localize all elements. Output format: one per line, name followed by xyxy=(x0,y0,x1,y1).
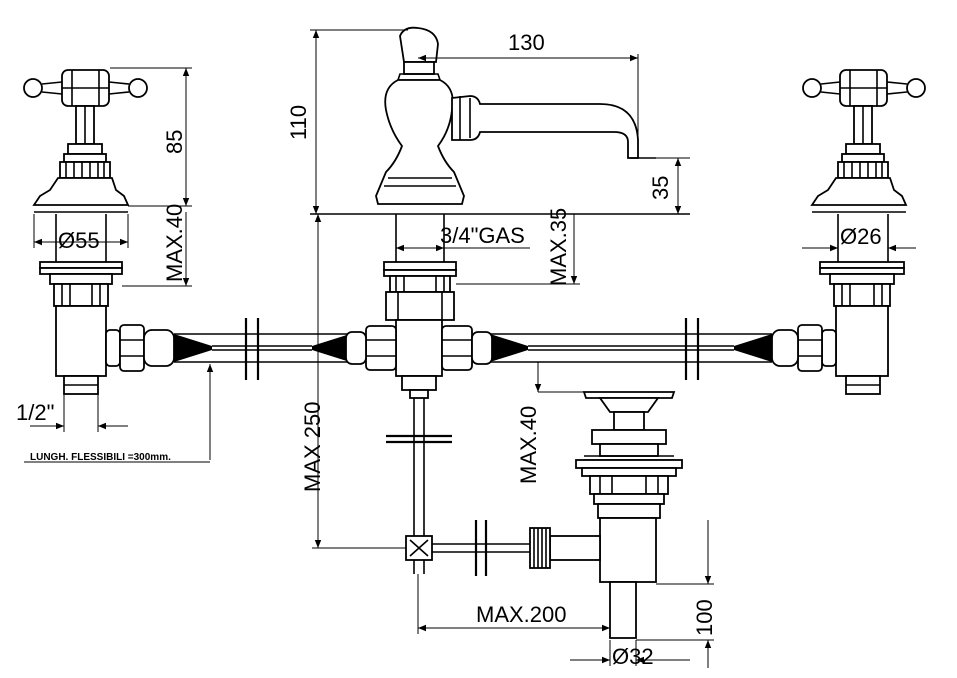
label-spout-reach: 130 xyxy=(508,30,545,55)
label-max-35: MAX.35 xyxy=(546,208,571,286)
label-max-200: MAX.200 xyxy=(476,602,567,627)
label-flexible-note: LUNGH. FLESSIBILI =300mm. xyxy=(30,452,171,463)
label-inlet-thread: 1/2" xyxy=(16,400,54,425)
dimension-lines xyxy=(24,29,916,668)
label-spout-height: 110 xyxy=(286,105,311,140)
dimension-labels: 130 110 35 85 MAX.40 Ø55 Ø26 3/4"GAS MAX… xyxy=(16,30,882,669)
label-base-diameter-right: Ø26 xyxy=(840,224,882,249)
flexible-hoses xyxy=(174,318,772,380)
label-handle-height: 85 xyxy=(162,130,187,154)
popup-rod xyxy=(386,398,530,576)
label-waste-diameter: Ø32 xyxy=(612,644,654,669)
popup-waste xyxy=(529,391,683,639)
right-cross-handle-valve xyxy=(771,69,926,395)
label-waste-height: 100 xyxy=(692,599,717,636)
label-thread-gas: 3/4"GAS xyxy=(440,223,525,248)
label-base-diameter-left: Ø55 xyxy=(58,228,100,253)
label-max-250: MAX 250 xyxy=(300,402,325,493)
label-max-40-waste: MAX.40 xyxy=(516,406,541,484)
label-max-40-left: MAX.40 xyxy=(162,204,187,282)
label-spout-outlet-drop: 35 xyxy=(648,176,673,200)
left-cross-handle-valve xyxy=(23,69,175,395)
